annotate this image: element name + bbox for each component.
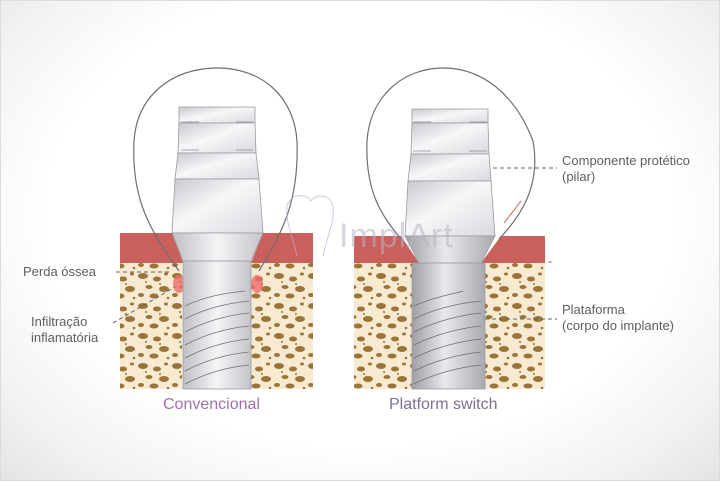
label-inflammatory-infiltration-line2: inflamatória [31,330,99,345]
implant-threads [184,290,250,385]
label-inflammatory-infiltration-line1: Infiltração [31,314,88,329]
caption-convencional: Convencional [163,396,260,413]
bone-left-block [120,263,182,389]
bone-left-block [354,263,412,389]
crown-outline [133,67,298,272]
label-prosthetic-component-line1: Componente protético [562,153,690,168]
implant-body [182,260,252,390]
label-platform-line2: (corpo do implante) [562,318,674,333]
gum-right [251,233,313,263]
label-platform-line1: Plataforma [562,302,625,317]
implant-threads [413,290,482,385]
watermark-tooth-icon [286,195,334,257]
label-bone-loss: Perda óssea [23,264,96,279]
inflammation-spot-right [251,275,263,293]
panel-convencional [112,67,313,390]
panel-platform-switch [354,67,557,390]
watermark-logo: ImplArt [339,217,454,255]
gum-right [481,236,545,263]
implant-body [411,262,486,390]
crown-outline [366,67,536,242]
gum-left [354,236,419,263]
inflammation-spot-left [173,275,185,293]
bone-right-block [485,263,545,389]
leader-inflammation [112,286,176,324]
gum-left [120,233,183,263]
label-prosthetic-component-line2: (pilar) [562,169,596,184]
caption-platform-switch: Platform switch [389,396,498,413]
